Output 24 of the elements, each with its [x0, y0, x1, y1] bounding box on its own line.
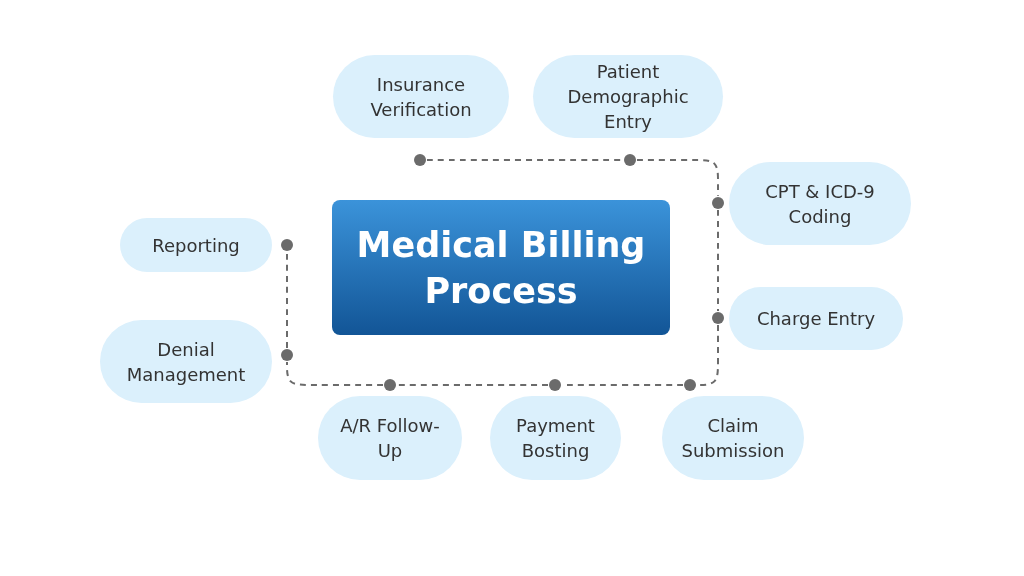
dashed-connector	[636, 159, 719, 197]
dashed-connector	[286, 361, 384, 386]
timeline-dot	[624, 154, 636, 166]
dashed-connector	[286, 251, 288, 349]
title-box: Medical Billing Process	[332, 200, 670, 335]
timeline-dot	[414, 154, 426, 166]
step-pill: Patient Demographic Entry	[533, 55, 723, 138]
step-pill: A/R Follow-Up	[318, 396, 462, 480]
timeline-dot	[281, 239, 293, 251]
step-pill: Claim Submission	[662, 396, 804, 480]
dashed-connector	[396, 384, 549, 386]
timeline-dot	[384, 379, 396, 391]
timeline-dot	[712, 197, 724, 209]
dashed-connector	[717, 209, 719, 312]
step-pill: Payment Bosting	[490, 396, 621, 480]
timeline-dot	[549, 379, 561, 391]
timeline-dot	[684, 379, 696, 391]
timeline-dot	[712, 312, 724, 324]
timeline-dot	[281, 349, 293, 361]
step-pill: Insurance Verification	[333, 55, 509, 138]
step-pill: Denial Management	[100, 320, 272, 403]
step-pill: Charge Entry	[729, 287, 903, 350]
step-pill: Reporting	[120, 218, 272, 272]
step-pill: CPT & ICD-9 Coding	[729, 162, 911, 245]
